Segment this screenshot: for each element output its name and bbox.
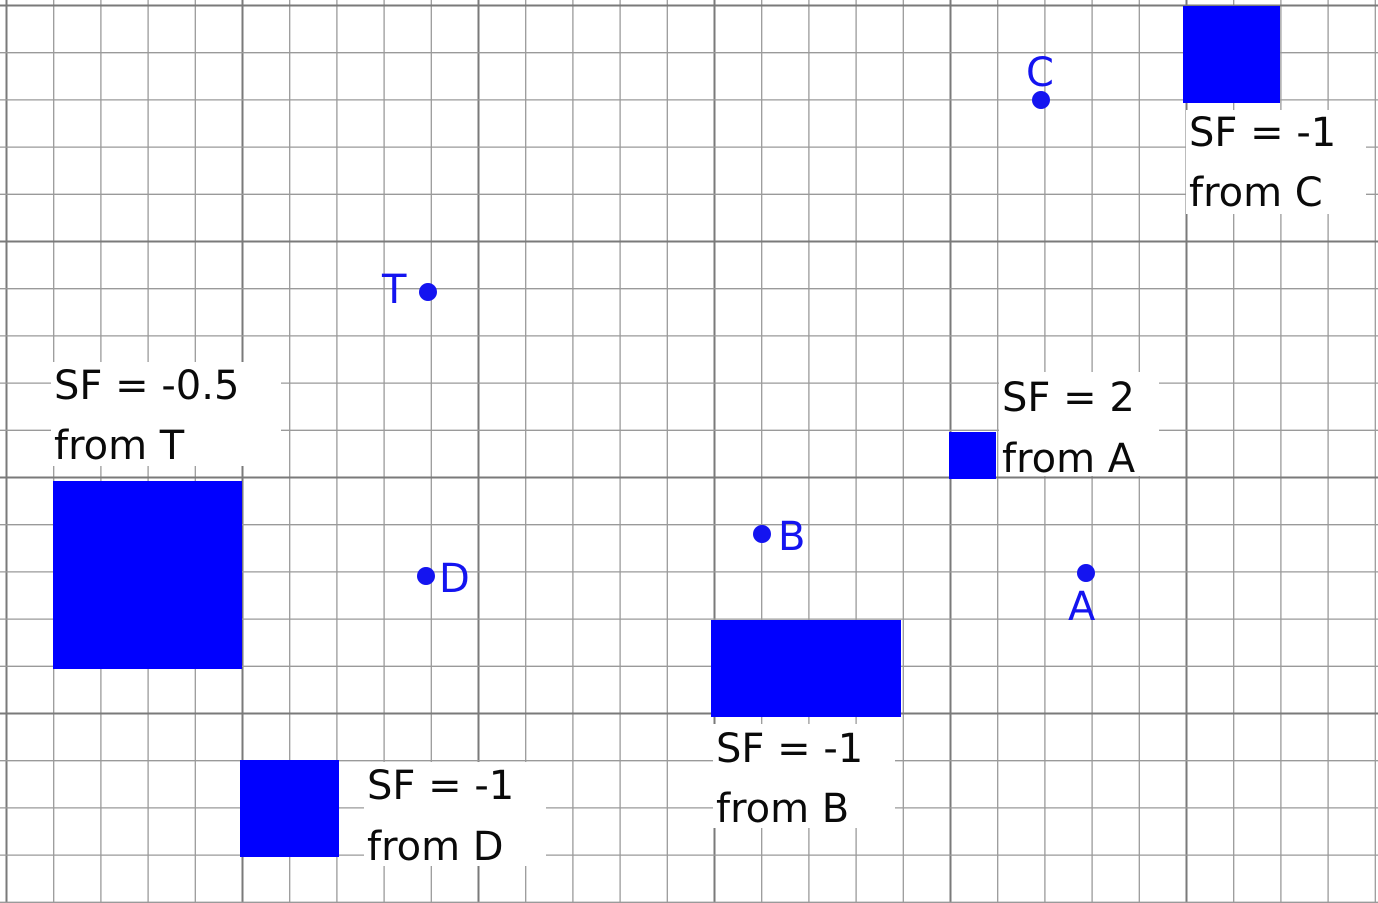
label-from-t-line2: from T — [54, 423, 185, 469]
label-from-c-line1: SF = -1 — [1189, 110, 1336, 156]
label-from-b-line1: SF = -1 — [716, 726, 863, 772]
label-from-t: SF = -0.5 from T — [51, 362, 281, 469]
point-c: C — [1026, 50, 1054, 109]
shape-from-d — [240, 760, 339, 857]
shape-from-c — [1183, 6, 1280, 103]
point-b: B — [753, 514, 805, 560]
point-c-label: C — [1026, 50, 1054, 96]
label-from-b-line2: from B — [716, 786, 849, 832]
label-from-d-line1: SF = -1 — [367, 763, 514, 809]
shape-from-t — [53, 481, 242, 669]
label-from-a: SF = 2 from A — [999, 372, 1159, 482]
shape-from-b — [711, 620, 901, 717]
label-from-d-line2: from D — [367, 824, 504, 870]
point-t-label: T — [381, 267, 407, 313]
point-a: A — [1068, 564, 1096, 630]
label-from-a-line1: SF = 2 — [1002, 375, 1135, 421]
label-from-b: SF = -1 from B — [713, 724, 895, 832]
label-from-c-line2: from C — [1189, 170, 1323, 216]
point-d-label: D — [439, 556, 470, 602]
label-from-c: SF = -1 from C — [1186, 110, 1366, 216]
point-a-label: A — [1068, 584, 1096, 630]
label-from-a-line2: from A — [1002, 436, 1136, 482]
label-from-t-line1: SF = -0.5 — [54, 363, 239, 409]
point-b-label: B — [778, 514, 805, 560]
shape-from-a — [949, 432, 996, 479]
label-from-d: SF = -1 from D — [364, 762, 546, 870]
point-t: T — [381, 267, 437, 313]
point-d: D — [417, 556, 470, 602]
